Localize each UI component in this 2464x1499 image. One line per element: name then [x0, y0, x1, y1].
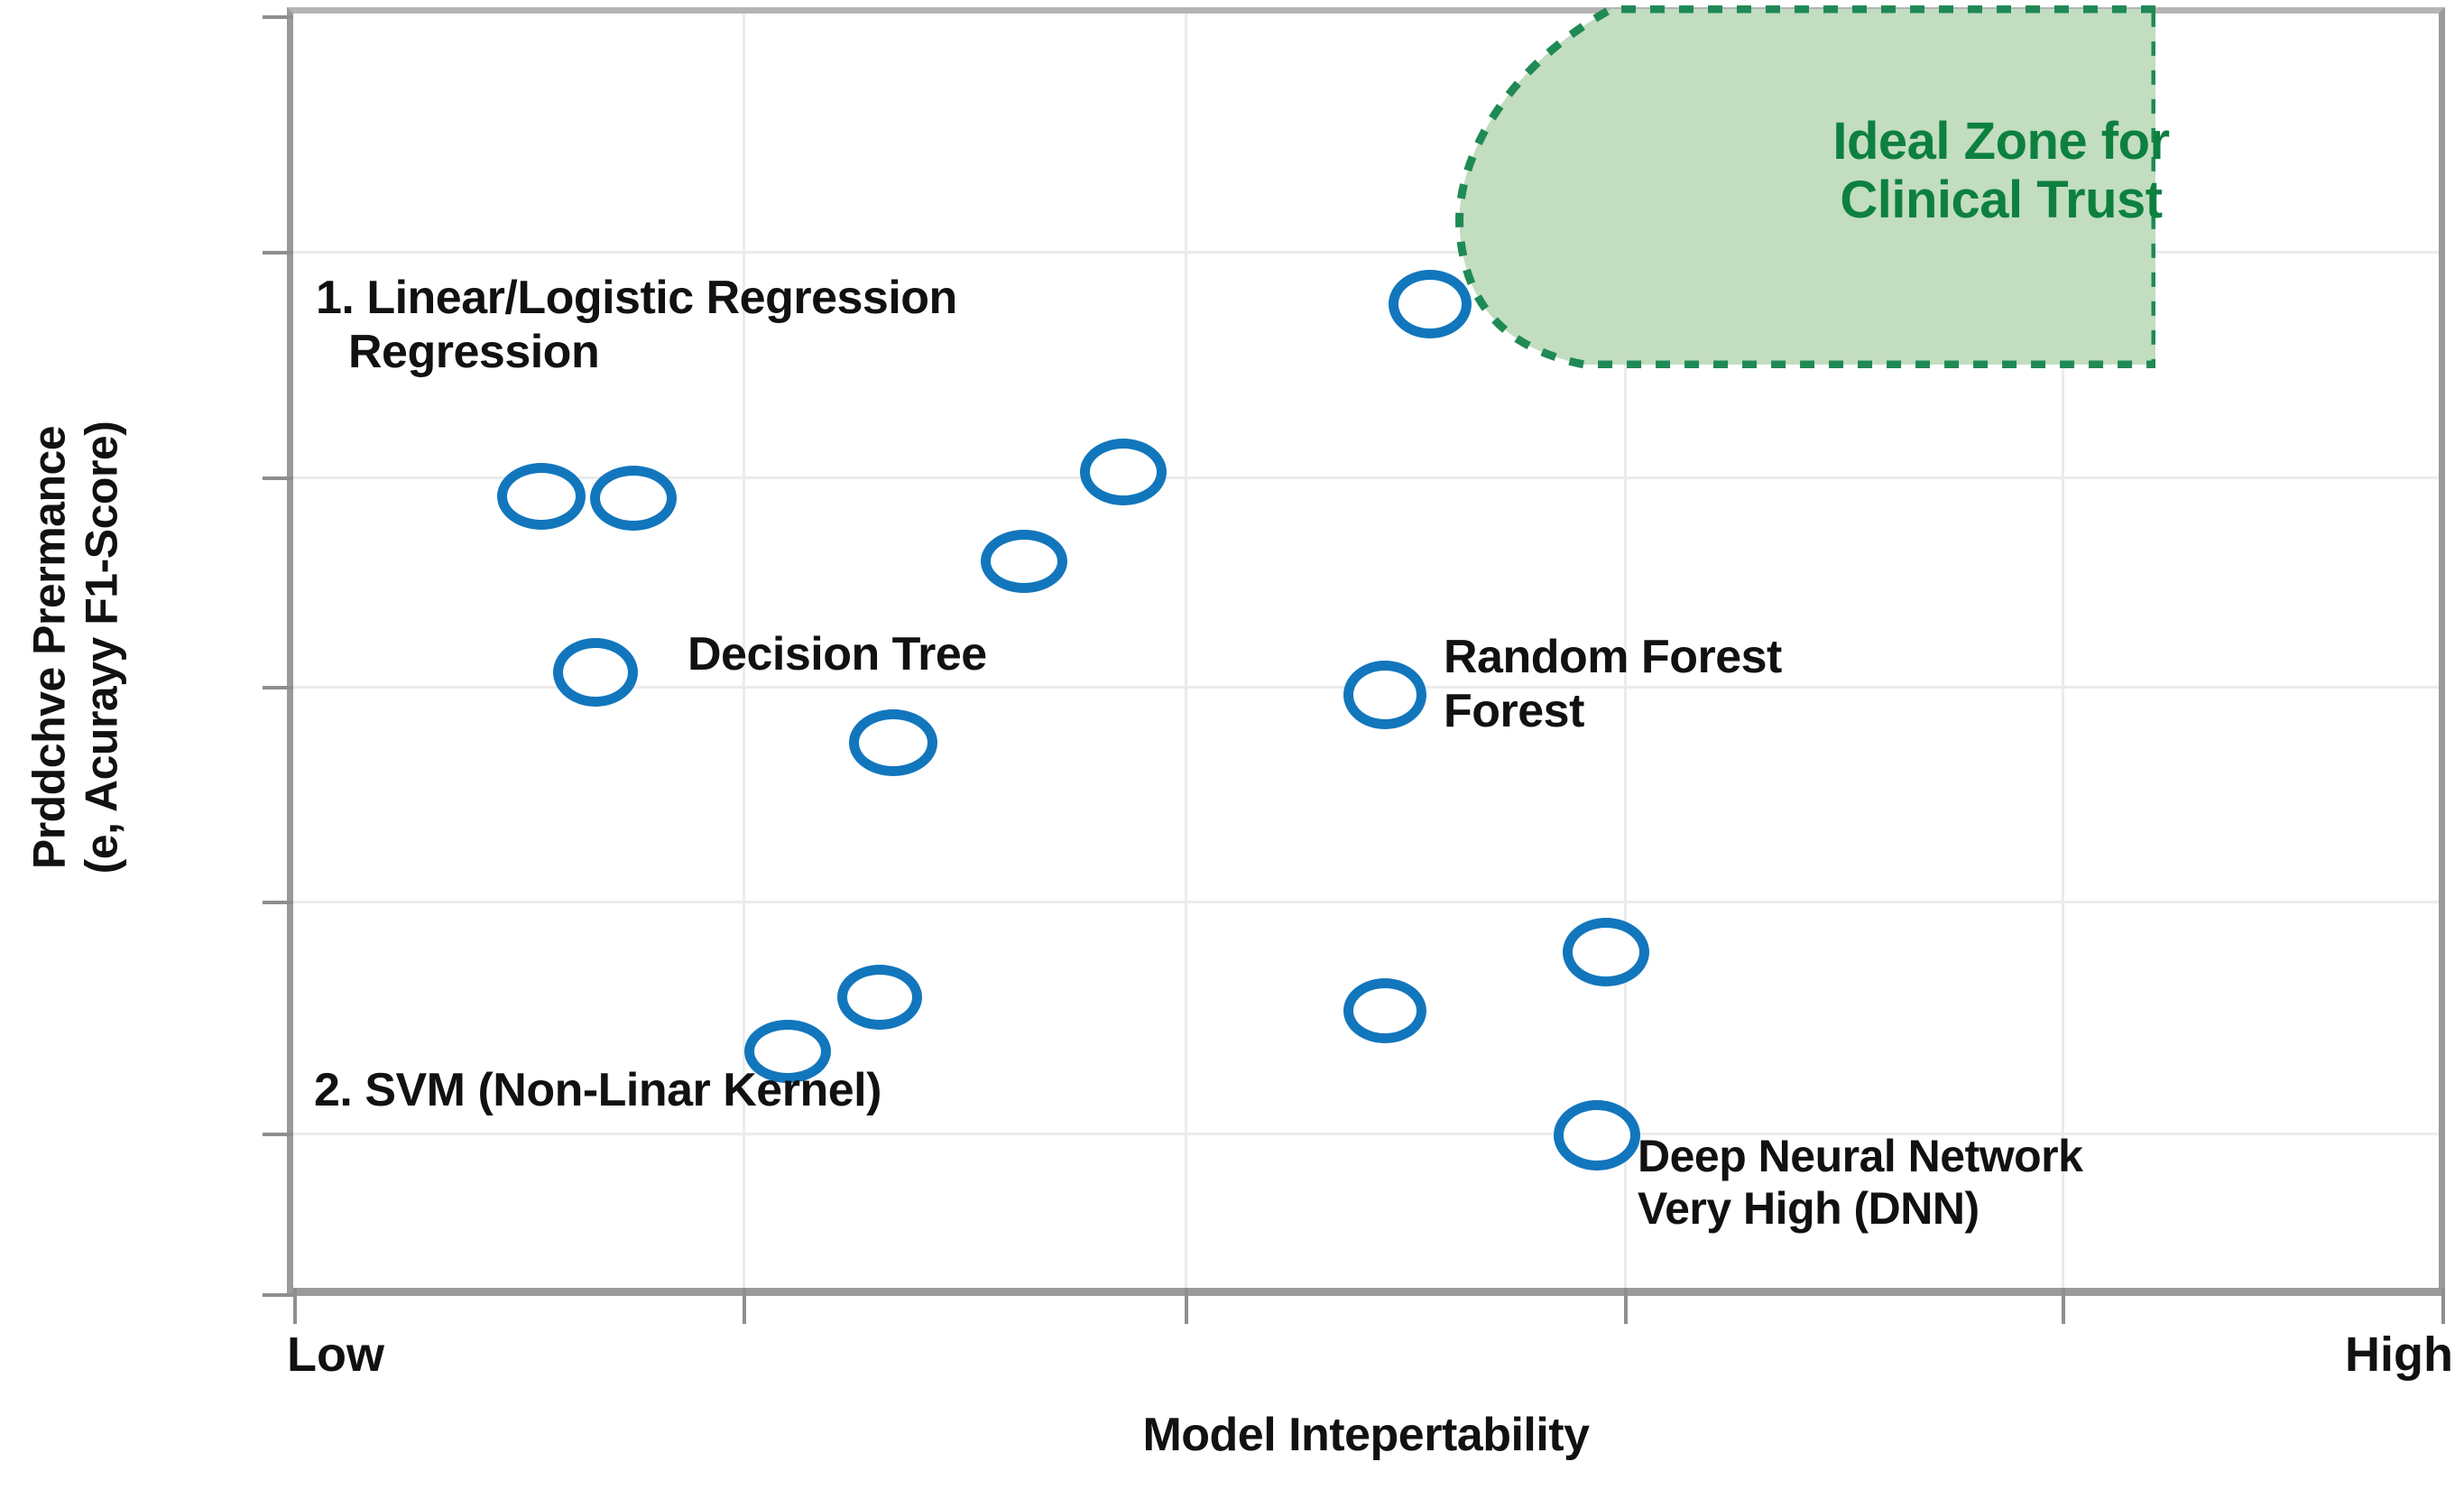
vertical-gridline	[2062, 14, 2064, 1288]
ideal-zone-label: Ideal Zone for Clinical Trust	[1694, 112, 2308, 230]
x-axis-high-label: High	[2345, 1328, 2453, 1382]
annotation-svm-line1: 2. SVM (Non-Linar Kernel)	[314, 1064, 881, 1116]
y-axis-tick	[263, 15, 293, 19]
data-point-marker[interactable]	[1343, 661, 1426, 729]
x-axis-tick	[1624, 1288, 1628, 1324]
x-axis-title: Model Intepertability	[1142, 1409, 1590, 1461]
horizontal-gridline	[293, 251, 2439, 254]
annotation-linreg-line2: Regression	[348, 326, 600, 379]
data-point-marker[interactable]	[1563, 918, 1649, 986]
annotation-rf-line1: Random Forest	[1444, 631, 1782, 683]
horizontal-gridline	[293, 1133, 2439, 1135]
vertical-gridline	[743, 14, 745, 1288]
annotation-random-forest: Random Forest Forest	[1444, 630, 1782, 739]
y-axis-tick	[263, 477, 293, 480]
annotation-dnn-line1: Deep Neural Network	[1638, 1131, 2083, 1181]
x-axis-low-label: Low	[287, 1328, 384, 1382]
annotation-svm: 2. SVM (Non-Linar Kernel)	[314, 1063, 881, 1117]
data-point-marker[interactable]	[1343, 978, 1426, 1043]
data-point-marker[interactable]	[1554, 1100, 1640, 1171]
x-axis-tick	[293, 1288, 297, 1324]
ideal-zone-label-line2: Clinical Trust	[1840, 170, 2163, 229]
annotation-linear-logistic-regression: 1. Linear/Logistic Regression Regression	[316, 271, 957, 380]
data-point-marker[interactable]	[1080, 439, 1167, 505]
data-point-marker[interactable]	[981, 530, 1067, 593]
annotation-decision-tree: Decision Tree	[688, 627, 987, 681]
x-axis-tick	[2062, 1288, 2065, 1324]
data-point-marker[interactable]	[849, 709, 937, 776]
data-point-marker[interactable]	[553, 638, 638, 707]
ideal-zone-label-line1: Ideal Zone for	[1832, 112, 2170, 171]
annotation-dnn-line2: Very High (DNN)	[1638, 1183, 1980, 1234]
annotation-rf-line2: Forest	[1444, 685, 1584, 738]
y-axis-title-line1: Prddchve Prermance	[23, 425, 75, 870]
x-axis-tick	[2441, 1288, 2445, 1324]
y-axis-tick	[263, 1133, 293, 1136]
data-point-marker[interactable]	[837, 965, 922, 1030]
horizontal-gridline	[293, 477, 2439, 479]
annotation-deep-neural-network: Deep Neural Network Very High (DNN)	[1638, 1130, 2083, 1235]
x-axis-tick	[743, 1288, 746, 1324]
vertical-gridline	[1185, 14, 1187, 1288]
y-axis-tick	[263, 901, 293, 904]
y-axis-title: Prddchve Prermance (e, Acurayy F1-Score)	[24, 359, 128, 937]
annotation-dectree-line1: Decision Tree	[688, 628, 987, 680]
y-axis-tick	[263, 1293, 293, 1297]
x-axis-tick	[1185, 1288, 1188, 1324]
data-point-marker[interactable]	[497, 463, 586, 530]
y-axis-tick	[263, 251, 293, 254]
data-point-marker[interactable]	[590, 466, 677, 531]
data-point-marker[interactable]	[1389, 270, 1472, 338]
y-axis-tick	[263, 686, 293, 689]
annotation-linreg-line1: 1. Linear/Logistic Regression	[316, 272, 957, 324]
data-point-marker[interactable]	[744, 1020, 831, 1083]
y-axis-title-line2: (e, Acurayy F1-Score)	[76, 421, 126, 874]
vertical-gridline	[1624, 14, 1627, 1288]
horizontal-gridline	[293, 901, 2439, 903]
